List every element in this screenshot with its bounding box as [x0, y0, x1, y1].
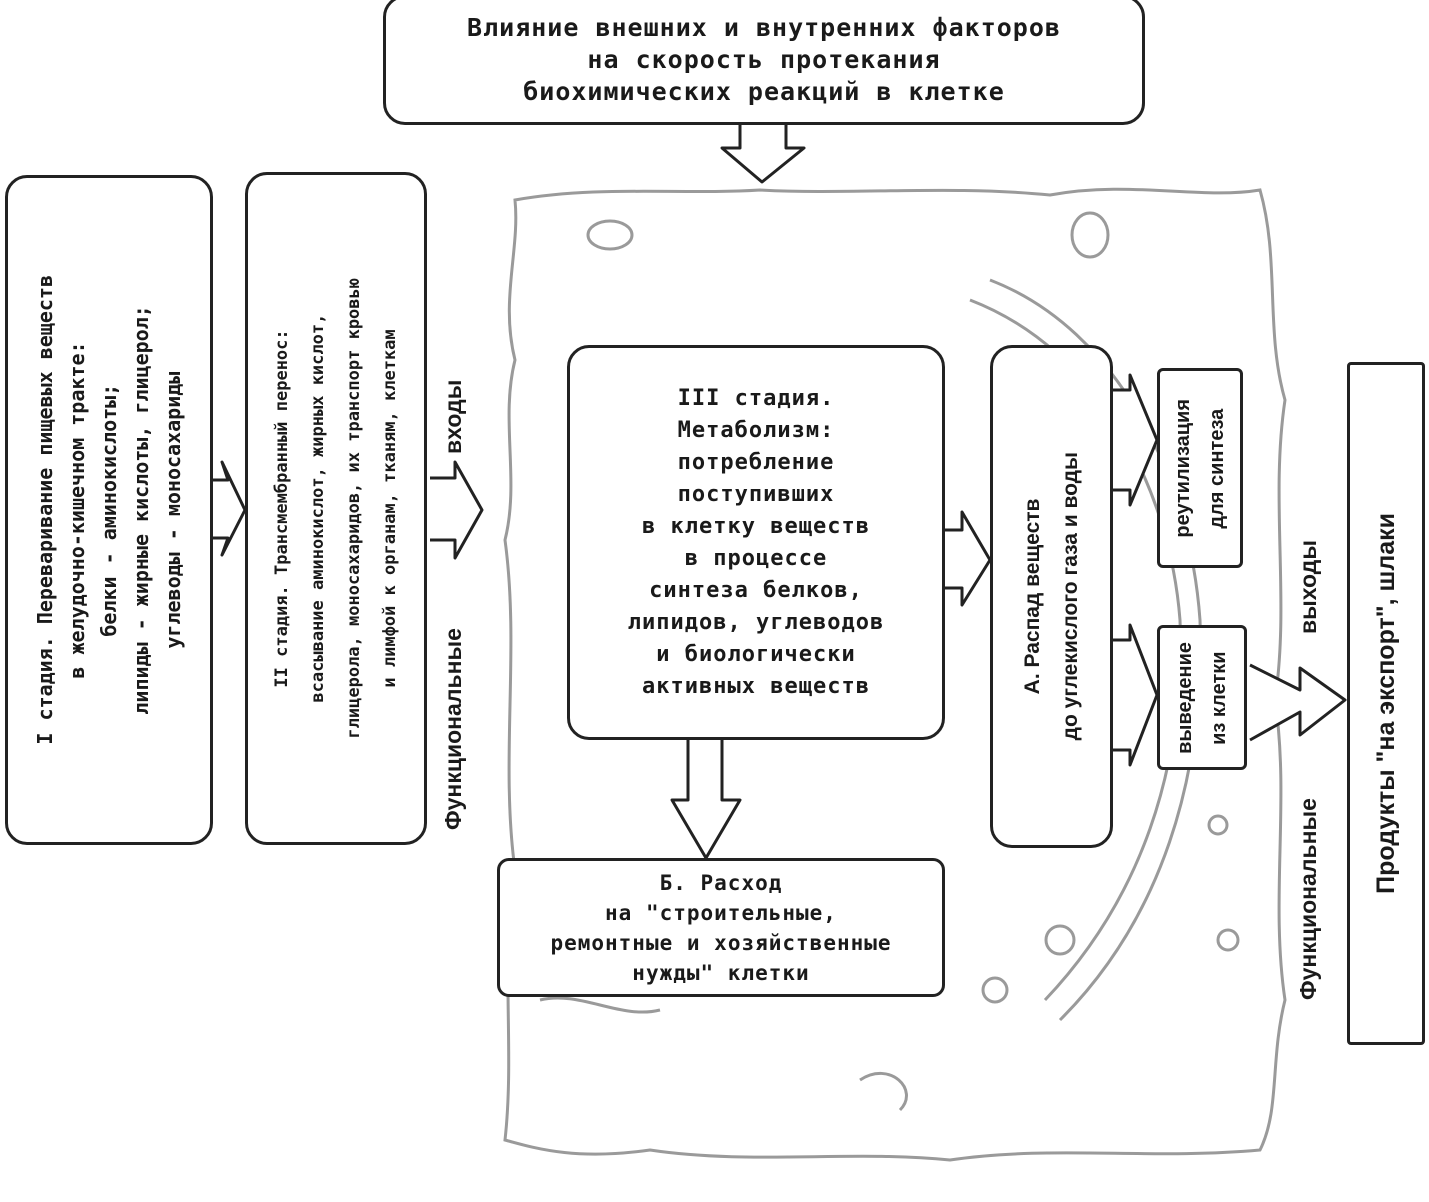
arrow-to-excretion [1113, 623, 1159, 767]
arrow-inputs [430, 460, 484, 560]
products-text: Продукты "на экспорт", шлаки [1372, 513, 1400, 894]
excretion-box: выведение из клетки [1157, 625, 1247, 770]
factors-line: Влияние внешних и внутренних факторов [467, 13, 1061, 42]
stage1-box: I стадия. Переваривание пищевых веществ … [5, 175, 213, 845]
excretion-line: выведение [1174, 641, 1196, 754]
cell-membrane [503, 187, 1287, 1162]
arrow-down-top [720, 120, 806, 184]
breakdown-box: А. Распад веществ до углекислого газа и … [990, 345, 1113, 848]
stage2-line: II стадия. Трансмембранный перенос: [272, 329, 292, 688]
stage3-line: активных веществ [642, 673, 870, 699]
expense-box: Б. Расход на "строительные, ремонтные и … [497, 858, 945, 997]
stage3-box: III стадия. Метаболизм: потребление пост… [567, 345, 945, 740]
outputs-word2: выходы [1295, 540, 1321, 634]
factors-line: биохимических реакций в клетке [523, 77, 1005, 106]
arrow-stage1-to-2 [213, 460, 247, 557]
products-box: Продукты "на экспорт", шлаки [1347, 362, 1425, 1045]
inputs-word1: Функциональные [440, 628, 466, 830]
factors-line: на скорость протекания [587, 45, 941, 74]
expense-line: Б. Расход [659, 870, 783, 895]
reuse-box: реутилизация для синтеза [1157, 368, 1243, 568]
breakdown-line: до углекислого газа и воды [1058, 452, 1082, 741]
stage1-line: липиды - жирные кислоты, глицерол; [129, 305, 153, 715]
stage3-line: и биологически [656, 641, 856, 667]
stage3-line: Метаболизм: [677, 417, 835, 443]
breakdown-line: А. Распад веществ [1020, 498, 1044, 695]
stage1-line: I стадия. Переваривание пищевых веществ [33, 275, 57, 745]
stage1-line: в желудочно-кишечном тракте: [65, 341, 89, 679]
expense-line: нужды" клетки [632, 960, 810, 985]
stage3-line: III стадия. [677, 385, 835, 411]
stage1-line: углеводы - моносахариды [161, 371, 185, 649]
expense-line: ремонтные и хозяйственные [550, 930, 892, 955]
stage3-line: в процессе [684, 545, 828, 571]
stage3-line: синтеза белков, [649, 577, 863, 603]
stage2-line: и лимфой к органам, тканям, клеткам [380, 329, 400, 688]
inputs-word2: входы [440, 380, 466, 455]
stage1-line: белки - аминокислоты; [97, 383, 121, 637]
reuse-line: реутилизация [1172, 398, 1194, 538]
outputs-word1: Функциональные [1295, 798, 1321, 1000]
stage2-box: II стадия. Трансмембранный перенос: всас… [245, 172, 427, 845]
stage2-line: глицерола, моносахаридов, их транспорт к… [344, 278, 364, 739]
factors-box: Влияние внешних и внутренних факторов на… [383, 0, 1145, 125]
excretion-line: из клетки [1208, 650, 1230, 745]
functional-inputs-label: Функциональные входы [440, 380, 470, 830]
stage2-line: всасывание аминокислот, жирных кислот, [308, 314, 328, 703]
functional-outputs-label: Функциональные выходы [1295, 540, 1325, 1000]
stage3-line: потребление [677, 449, 835, 475]
arrow-to-reuse [1113, 373, 1159, 507]
stage3-line: поступивших [677, 481, 835, 507]
arrow-to-expense [670, 740, 742, 860]
stage3-line: липидов, углеводов [627, 609, 885, 635]
stage3-line: в клетку веществ [642, 513, 870, 539]
expense-line: на "строительные, [605, 900, 837, 925]
arrow-outputs [1249, 663, 1347, 742]
reuse-line: для синтеза [1206, 408, 1228, 528]
arrow-to-breakdown [945, 510, 992, 607]
